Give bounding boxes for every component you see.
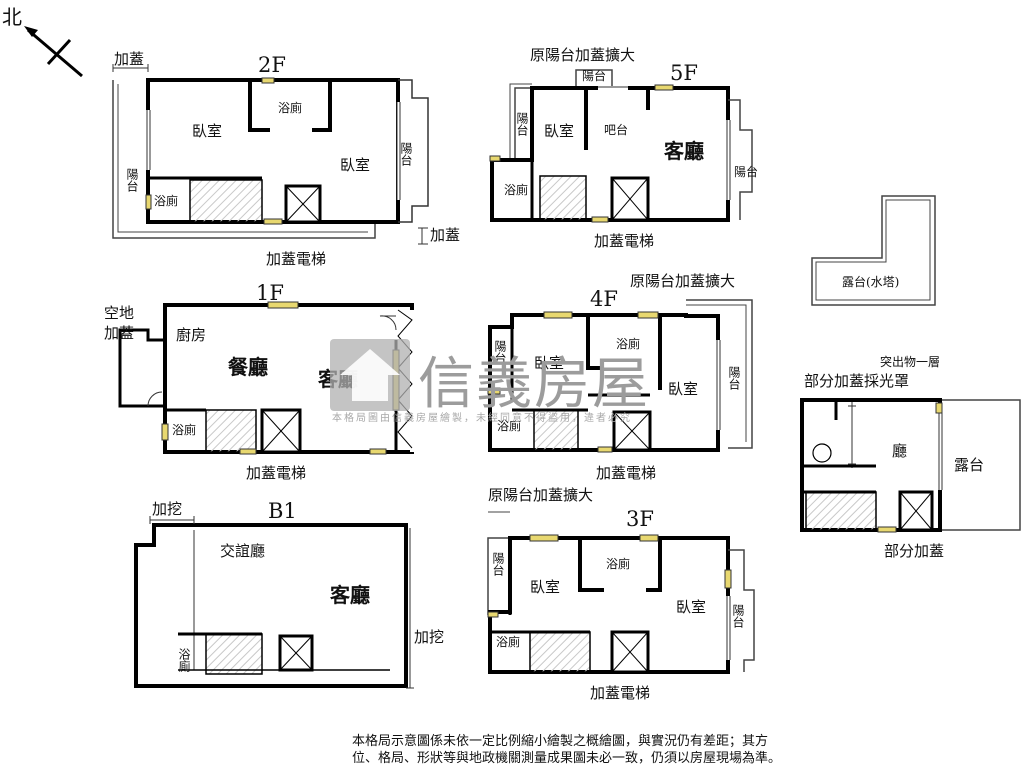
room-4f-balcony-east: 陽台 xyxy=(727,366,741,390)
note-2f-elevator: 加蓋電梯 xyxy=(266,250,326,268)
room-4f-balcony-west: 陽台 xyxy=(493,340,507,364)
room-2f-bathroom-south: 浴廁 xyxy=(154,193,178,208)
disclaimer-line-1: 本格局示意圖係未依一定比例縮小繪製之概繪圖，與實況仍有差距；其方 xyxy=(352,734,769,749)
room-2f-balcony-west: 陽台 xyxy=(125,168,139,192)
room-5f-balcony-east: 陽台 xyxy=(734,164,758,179)
watermark-title: 信義房屋 xyxy=(418,352,650,417)
room-1f-kitchen: 廚房 xyxy=(176,326,206,344)
room-4f-bathroom-south: 浴廁 xyxy=(497,418,521,433)
note-b1-excavation-east: 加挖 xyxy=(414,628,444,646)
room-roof-terrace: 露台(水塔) xyxy=(842,274,899,289)
north-label: 北 xyxy=(2,5,22,29)
floor-3f-plan xyxy=(487,511,755,674)
room-2f-bedroom-east: 臥室 xyxy=(340,156,370,174)
room-2f-bedroom-west: 臥室 xyxy=(192,122,222,140)
note-annex-skylight: 部分加蓋採光罩 xyxy=(804,372,909,390)
note-5f-elevator: 加蓋電梯 xyxy=(594,232,654,250)
floor-2f-plan xyxy=(112,64,429,245)
room-2f-bathroom-north: 浴廁 xyxy=(278,100,302,115)
floor-3f-title: 3F xyxy=(626,507,654,531)
room-4f-bedroom-east: 臥室 xyxy=(668,380,698,398)
note-3f-expansion: 原陽台加蓋擴大 xyxy=(488,486,593,504)
floor-b1-plan xyxy=(134,516,414,689)
room-3f-bedroom-west: 臥室 xyxy=(530,578,560,596)
note-4f-elevator: 加蓋電梯 xyxy=(596,464,656,482)
watermark-subtitle: 本格局圖由信義房屋繪製，未經同意不得盜用，違者必究 xyxy=(332,413,632,424)
room-annex-hall: 廳 xyxy=(892,442,907,460)
room-5f-balcony-north: 陽台 xyxy=(582,68,606,83)
watermark-logo-icon xyxy=(330,339,410,411)
watermark: 信義房屋 本格局圖由信義房屋繪製，未經同意不得盜用，違者必究 xyxy=(330,335,690,425)
disclaimer-line-2: 位、格局、形狀等與地政機關測量成果圖未必一致，仍須以房屋現場為準。 xyxy=(352,751,782,766)
note-5f-expansion: 原陽台加蓋擴大 xyxy=(530,46,635,64)
room-annex-terrace: 露台 xyxy=(954,456,984,474)
room-5f-bathroom: 浴廁 xyxy=(504,182,528,197)
note-1f-elevator: 加蓋電梯 xyxy=(246,464,306,482)
annex-rooftop-plan xyxy=(800,398,1021,533)
floor-b1-title: B1 xyxy=(268,499,297,523)
floor-4f-plan xyxy=(487,299,753,453)
floor-5f-plan xyxy=(489,69,753,223)
room-4f-bedroom-west: 臥室 xyxy=(534,354,564,372)
room-5f-bedroom: 臥室 xyxy=(544,122,574,140)
note-1f-open-space: 空地 xyxy=(104,304,134,322)
room-1f-bathroom: 浴廁 xyxy=(172,422,196,437)
floor-4f-title: 4F xyxy=(590,287,618,311)
room-3f-balcony-west: 陽台 xyxy=(491,552,505,576)
room-1f-dining: 餐廳 xyxy=(228,355,268,379)
roof-terrace-plan xyxy=(811,195,936,306)
note-1f-addition: 加蓋 xyxy=(104,324,134,342)
note-4f-expansion: 原陽台加蓋擴大 xyxy=(630,272,735,290)
room-5f-balcony-west: 陽台 xyxy=(515,112,529,136)
room-b1-bathroom: 浴廁 xyxy=(177,648,191,673)
disclaimer-note: 本格局示意圖係未依一定比例縮小繪製之概繪圖，與實況仍有差距；其方 位、格局、形狀… xyxy=(352,733,872,767)
north-arrow-icon xyxy=(24,26,83,78)
room-4f-bathroom-north: 浴廁 xyxy=(616,336,640,351)
room-3f-bathroom-north: 浴廁 xyxy=(606,556,630,571)
room-3f-balcony-east: 陽台 xyxy=(731,604,745,628)
note-2f-addition-nw: 加蓋 xyxy=(114,50,144,68)
note-2f-addition-se: 加蓋 xyxy=(430,226,460,244)
note-annex-protrusion: 突出物一層 xyxy=(880,354,940,369)
room-2f-balcony-east: 陽台 xyxy=(399,142,413,166)
note-annex-partial-addition: 部分加蓋 xyxy=(884,542,944,560)
room-3f-bedroom-east: 臥室 xyxy=(676,598,706,616)
note-3f-elevator: 加蓋電梯 xyxy=(590,684,650,702)
room-b1-living: 客廳 xyxy=(329,583,370,607)
floor-1f-title: 1F xyxy=(256,281,284,305)
room-3f-bathroom-south: 浴廁 xyxy=(496,634,520,649)
floor-2f-title: 2F xyxy=(258,53,286,77)
room-5f-living: 客廳 xyxy=(663,139,704,163)
room-b1-lounge: 交誼廳 xyxy=(220,542,265,560)
floor-5f-title: 5F xyxy=(670,61,698,85)
note-b1-excavation-nw: 加挖 xyxy=(152,500,182,518)
room-5f-bar: 吧台 xyxy=(604,122,628,137)
